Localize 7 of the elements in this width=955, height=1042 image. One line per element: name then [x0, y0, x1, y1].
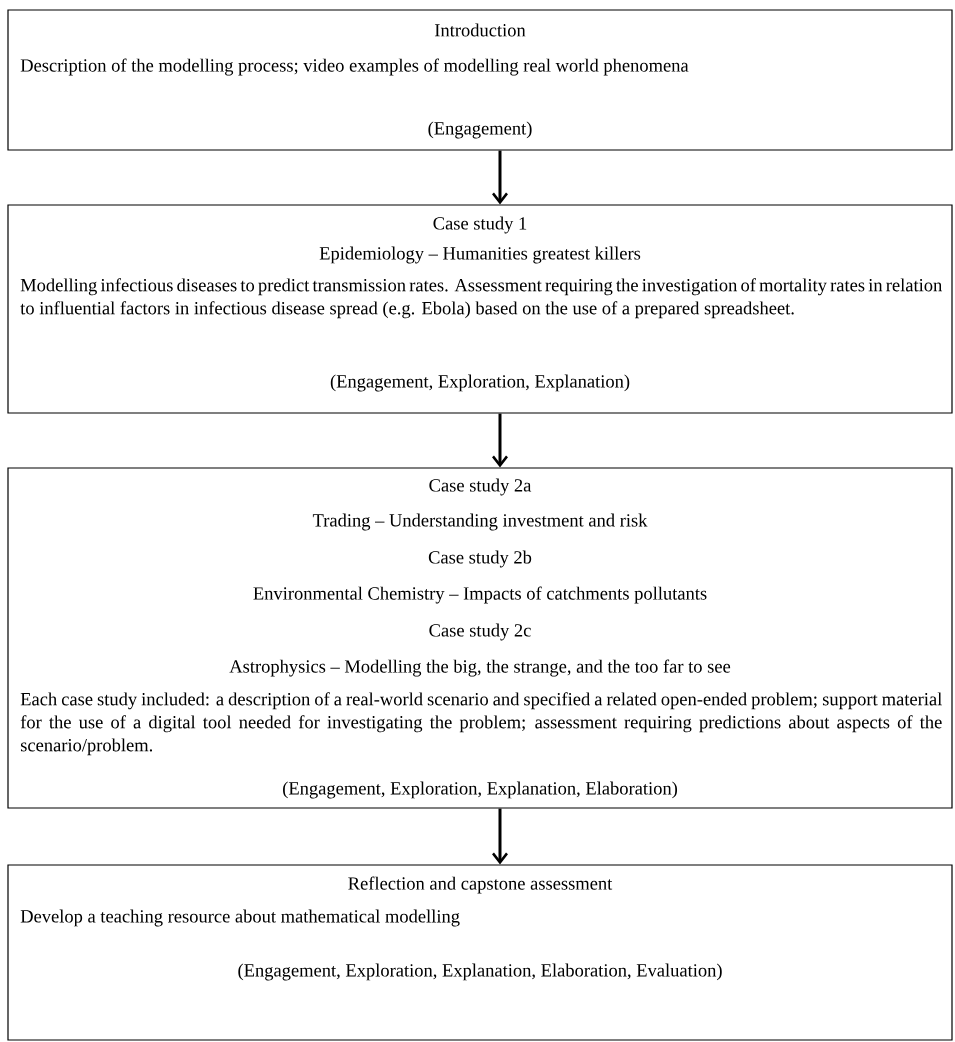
arrow	[492, 413, 508, 468]
arrow	[492, 808, 508, 865]
arrow	[492, 150, 508, 205]
process-box: Case study 1 Epidemiology – Humanities greatest killers Modelling infectious diseases to predict transmission rates. Assessment requiring the investigation of mortality rates in relation to influential factors in infectious disease spread (e.g. Ebola) based on the use of a prepared spreadsheet. (Engagement, Exploration, Explanation)	[7, 204, 953, 414]
process-box: Introduction Description of the modelling process; video examples of modelling real world phenomena (Engagement)	[7, 9, 953, 151]
process-box: Reflection and capstone assessment Develop a teaching resource about mathematical modelling (Engagement, Exploration, Explanation, Elaboration, Evaluation)	[7, 864, 953, 1041]
process-box: Case study 2a Trading – Understanding investment and risk Case study 2b Environmental Chemistry – Impacts of catchments pollutants Case study 2c Astrophysics – Modelling the big, the strange, and the too far to see Each case study included: a description of a real-world scenario and specified a related open-ended problem; support material for the use of a digital tool needed for investigating the problem; assessment requiring predictions about aspects of the scenario/problem. (Engagement, Exploration, Explanation, Elaboration)	[7, 467, 953, 809]
